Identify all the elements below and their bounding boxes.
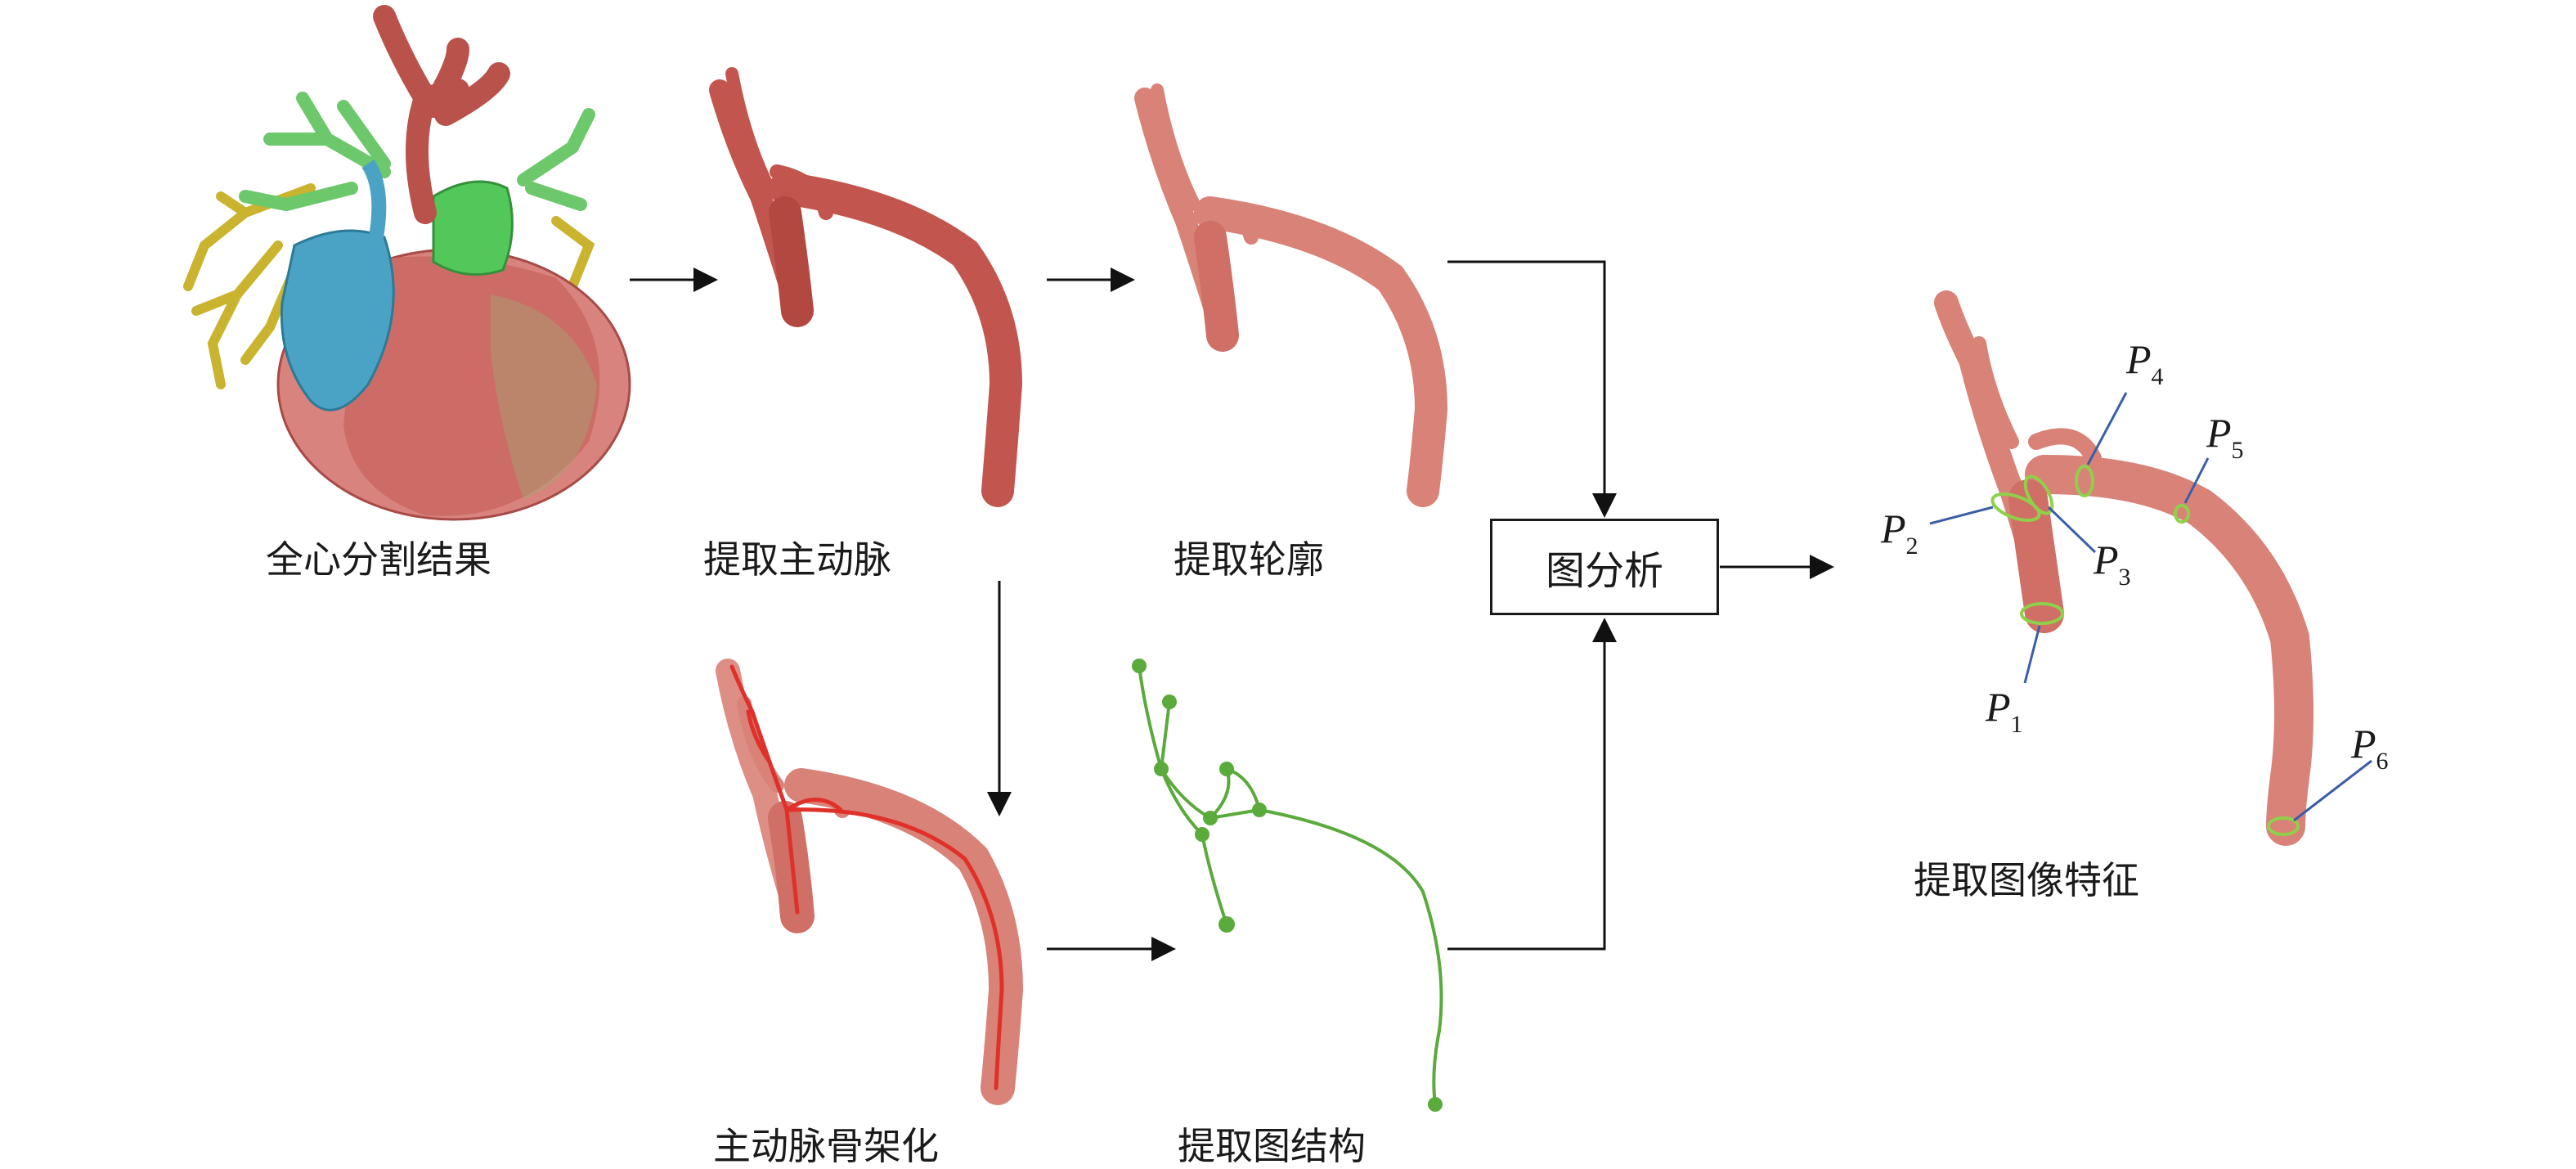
contour-image (1134, 83, 1448, 507)
point-label-p5: P5 (2206, 410, 2244, 464)
label-heart-segmentation: 全心分割结果 (266, 537, 491, 582)
skeleton-image (716, 659, 1024, 1105)
label-extract-aorta: 提取主动脉 (703, 537, 891, 582)
feature-aorta-image (1929, 290, 2372, 846)
label-extract-contour: 提取轮廓 (1174, 537, 1324, 582)
aorta-image (709, 67, 1023, 507)
arrow-graph-to-analysis (1447, 618, 1617, 951)
arrow-contour-to-graph-analysis (1447, 260, 1617, 518)
graph-analysis-box: 图分析 (1490, 519, 1719, 615)
graph-analysis-label: 图分析 (1545, 548, 1663, 594)
label-graph-structure: 提取图结构 (1178, 1124, 1366, 1168)
label-image-features: 提取图像特征 (1914, 858, 2139, 902)
point-label-p1: P1 (1986, 684, 2023, 738)
point-label-p6: P6 (2351, 721, 2389, 775)
point-label-p2: P2 (1881, 506, 1919, 560)
point-label-p3: P3 (2094, 537, 2131, 591)
graph-structure-image (1132, 659, 1443, 1112)
label-aorta-skeleton: 主动脉骨架化 (713, 1124, 939, 1168)
flow-arrows (630, 260, 1834, 961)
heart-segmentation-image (183, 5, 631, 521)
point-label-p4: P4 (2126, 336, 2164, 390)
